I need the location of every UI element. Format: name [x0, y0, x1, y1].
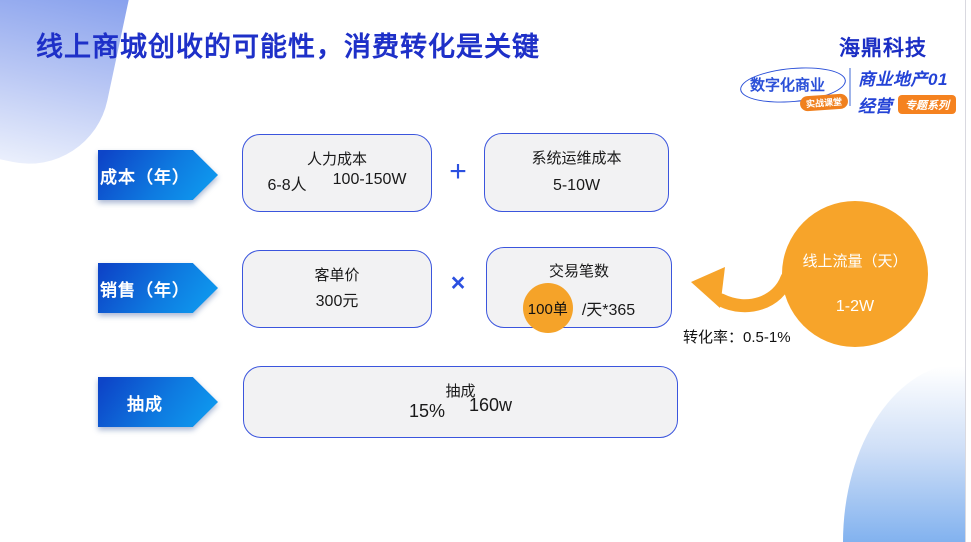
stamp-sub-badge: 实战课堂 — [799, 93, 849, 112]
logo-divider — [849, 68, 851, 106]
row-label-sales: 销售（年） — [98, 263, 218, 313]
per-day-multiplier: /天*365 — [581, 302, 636, 319]
plus-operator: + — [449, 155, 467, 188]
box-title: 系统运维成本 — [531, 150, 622, 167]
series-badge: 专题系列 — [898, 95, 956, 114]
series-subtitle: 经营 — [858, 97, 892, 116]
orders-highlight-circle: 100单 — [522, 283, 573, 333]
page-title: 线上商城创收的可能性，消费转化是关键 — [36, 32, 540, 62]
labor-headcount: 6-8人 — [267, 177, 307, 194]
ops-cost-range: 5-10W — [552, 177, 601, 194]
box-transaction-count: 交易笔数 100单 /天*365 — [486, 247, 672, 333]
box-title: 客单价 — [314, 267, 360, 284]
traffic-title: 线上流量（天） — [802, 253, 908, 270]
box-avg-order-value: 客单价 300元 — [242, 250, 432, 328]
commission-amount: 160w — [469, 395, 513, 415]
labor-cost-range: 100-150W — [332, 171, 407, 188]
traffic-value: 1-2W — [835, 298, 875, 315]
box-system-ops-cost: 系统运维成本 5-10W — [484, 133, 669, 212]
corner-decoration-bottom-right — [843, 363, 965, 542]
multiply-operator: × — [450, 269, 466, 297]
online-traffic-circle: 线上流量（天） 1-2W — [782, 201, 928, 347]
commission-rate: 15% — [408, 401, 445, 421]
conversion-rate-label: 转化率：0.5-1% — [683, 329, 791, 346]
row-label-cost: 成本（年） — [98, 150, 218, 200]
box-commission: 抽成 15% 160w — [243, 366, 678, 438]
series-logo: 商业地产01 经营 专题系列 — [858, 65, 956, 117]
box-title: 抽成 — [445, 383, 476, 400]
box-title: 交易笔数 — [548, 263, 609, 280]
slide-right-edge — [965, 0, 966, 542]
row-label-commission: 抽成 — [98, 377, 218, 427]
stamp-main-text: 数字化商业 — [750, 77, 826, 94]
digital-business-stamp-logo: 数字化商业 实战课堂 — [738, 63, 849, 112]
conversion-arrow-icon — [691, 267, 793, 313]
avg-order-value: 300元 — [315, 293, 359, 310]
box-labor-cost: 人力成本 6-8人 100-150W — [242, 134, 432, 212]
box-title: 人力成本 — [306, 151, 367, 168]
brand-name: 海鼎科技 — [839, 37, 927, 60]
series-title: 商业地产01 — [858, 70, 948, 89]
